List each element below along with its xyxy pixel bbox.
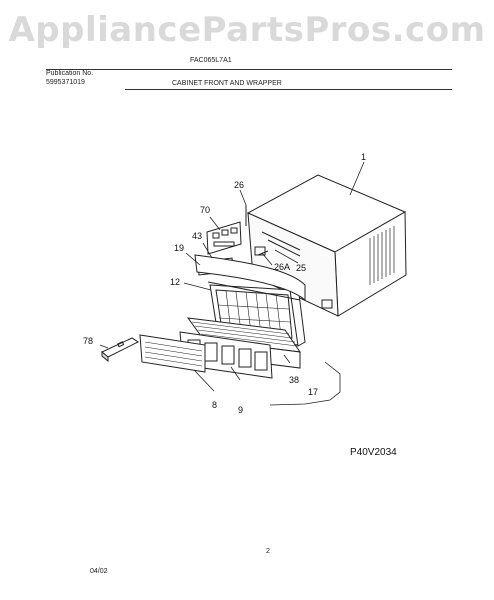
control-panel-part xyxy=(206,221,242,255)
callout-25: 25 xyxy=(296,263,306,273)
publication-label: Publication No. xyxy=(46,70,94,77)
callout-17: 17 xyxy=(308,387,318,397)
callout-1: 1 xyxy=(361,152,366,162)
header-rule-bottom xyxy=(125,89,452,90)
revision-date: 04/02 xyxy=(90,568,108,575)
leader-lines xyxy=(99,161,365,406)
diagram-code: P40V2034 xyxy=(350,447,397,458)
remote-control-part xyxy=(101,337,139,363)
discharge-grille-part xyxy=(139,334,206,373)
watermark: AppliancePartsPros.com xyxy=(8,10,486,50)
callout-38: 38 xyxy=(289,375,299,385)
callout-43: 43 xyxy=(192,231,202,241)
screw-part xyxy=(257,250,269,256)
callout-8: 8 xyxy=(212,400,217,410)
callout-26a: 26A xyxy=(274,262,290,272)
callout-26: 26 xyxy=(234,180,244,190)
callout-12: 12 xyxy=(170,277,180,287)
page-number: 2 xyxy=(266,548,270,555)
publication-number: 5995371019 xyxy=(46,79,85,86)
front-cover-part xyxy=(194,254,306,302)
header-rule-top xyxy=(46,69,452,70)
callout-19: 19 xyxy=(174,243,184,253)
callout-9: 9 xyxy=(238,405,243,415)
cabinet-wrapper-part xyxy=(246,174,407,317)
section-title: CABINET FRONT AND WRAPPER xyxy=(172,80,282,87)
model-number: FAC065L7A1 xyxy=(190,57,232,64)
callout-78: 78 xyxy=(83,336,93,346)
callout-70: 70 xyxy=(200,205,210,215)
